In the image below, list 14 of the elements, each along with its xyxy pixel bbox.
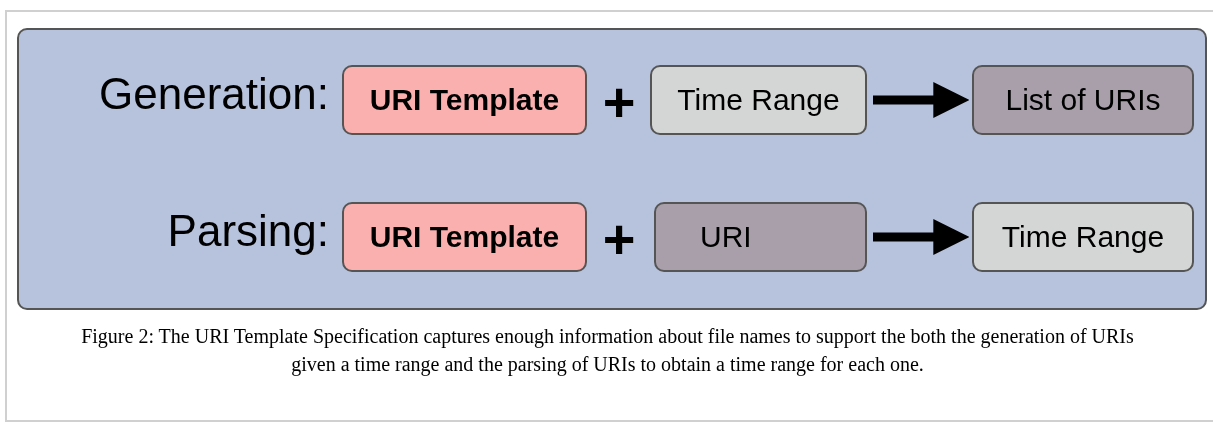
arrow [873,219,970,255]
panel-background [17,28,1207,310]
process-box: Time Range [650,65,867,135]
figure-caption: Figure 2: The URI Template Specification captures enough information about file names to support the both the generation of URIs given a time range and the parsing of URIs to obtain a time range for each one. [80,324,1135,378]
process-box: URI Template [342,65,587,135]
process-box: List of URIs [972,65,1194,135]
process-box: Time Range [972,202,1194,272]
row-label: Generation: [98,72,329,116]
arrow [873,82,970,118]
row-label: Parsing: [166,209,329,253]
plus-sign: + [601,211,637,267]
process-box: URI [654,202,867,272]
process-box: URI Template [342,202,587,272]
plus-sign: + [601,74,637,130]
